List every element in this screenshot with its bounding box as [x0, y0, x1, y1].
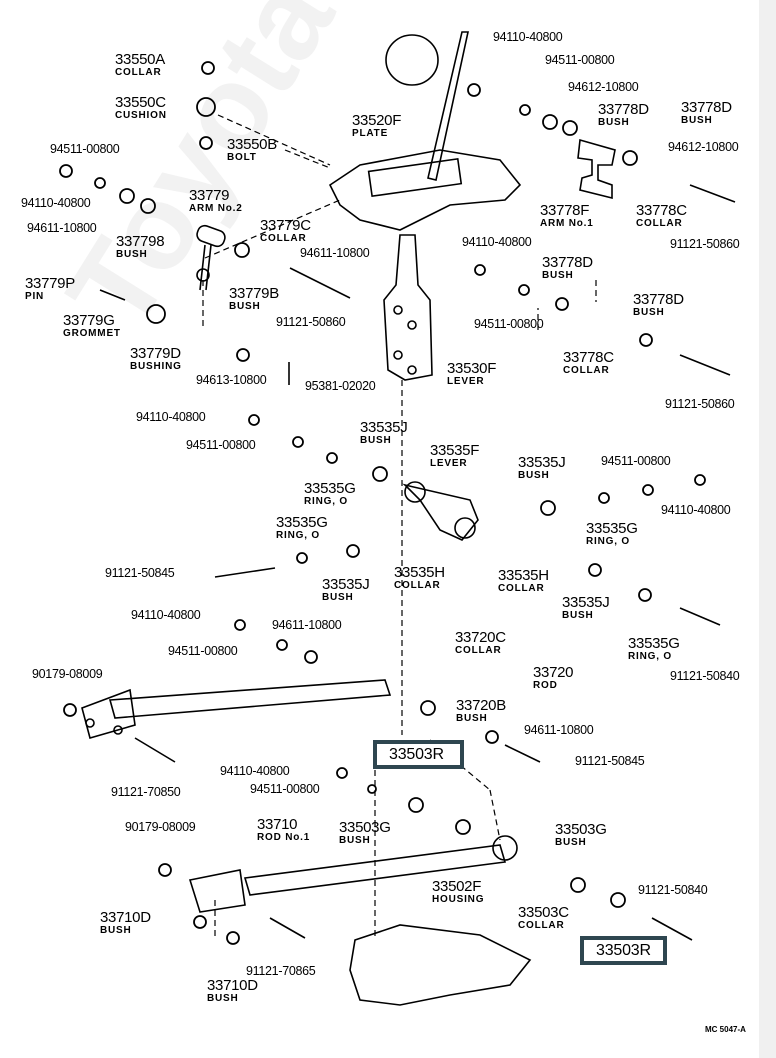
highlighted-part-label[interactable]: 33503R [580, 936, 667, 965]
housing-drawing [349, 924, 532, 1006]
part-label: 94511-00800 [186, 438, 256, 452]
part-label: 94611-10800 [524, 723, 594, 737]
part-label: 94110-40800 [462, 235, 532, 249]
arm-no1-drawing [577, 138, 616, 200]
shift-lever-drawing [427, 31, 469, 181]
shift-knob-drawing [385, 34, 439, 86]
part-label: 91121-50845 [105, 566, 175, 580]
part-label: 94511-00800 [250, 782, 320, 796]
rod-33720-drawing [108, 679, 392, 719]
part-label: 94110-40800 [661, 503, 731, 517]
part-label: 94511-00800 [545, 53, 615, 67]
part-label: 91121-50840 [638, 883, 708, 897]
part-label: 91121-70850 [111, 785, 181, 799]
part-label: 94511-00800 [601, 454, 671, 468]
part-label: 91121-50840 [670, 669, 740, 683]
part-label: 91121-50860 [670, 237, 740, 251]
part-label: 94511-00800 [474, 317, 544, 331]
part-label: 94511-00800 [50, 142, 120, 156]
lever-33535f-drawing [402, 483, 479, 541]
part-label: 91121-50860 [665, 397, 735, 411]
part-label: 94110-40800 [131, 608, 201, 622]
part-label: 94110-40800 [21, 196, 91, 210]
part-label: 94611-10800 [27, 221, 97, 235]
highlighted-part-label[interactable]: 33503R [373, 740, 464, 769]
arm-no2-drawing [196, 224, 226, 248]
part-label: 94613-10800 [196, 373, 267, 387]
part-label: 90179-08009 [125, 820, 196, 834]
plate-drawing [328, 149, 522, 231]
part-label: 94110-40800 [493, 30, 563, 44]
part-icon [201, 61, 215, 75]
part-label: 94612-10800 [668, 140, 739, 154]
rod-33710-drawing [243, 844, 507, 896]
right-margin-strip [759, 0, 776, 1058]
part-label: 95381-02020 [305, 379, 376, 393]
part-label: 91121-50860 [276, 315, 346, 329]
part-label: 94511-00800 [168, 644, 238, 658]
part-label: 91121-50845 [575, 754, 645, 768]
part-label: 90179-08009 [32, 667, 103, 681]
part-label: 94612-10800 [568, 80, 639, 94]
part-label: 94611-10800 [272, 618, 342, 632]
part-label: 94110-40800 [136, 410, 206, 424]
figure-code: MC 5047-A [705, 1025, 746, 1034]
part-label: 94611-10800 [300, 246, 370, 260]
lever-33530f-drawing [383, 234, 433, 381]
part-label: 91121-70865 [246, 964, 316, 978]
part-label: 94110-40800 [220, 764, 290, 778]
